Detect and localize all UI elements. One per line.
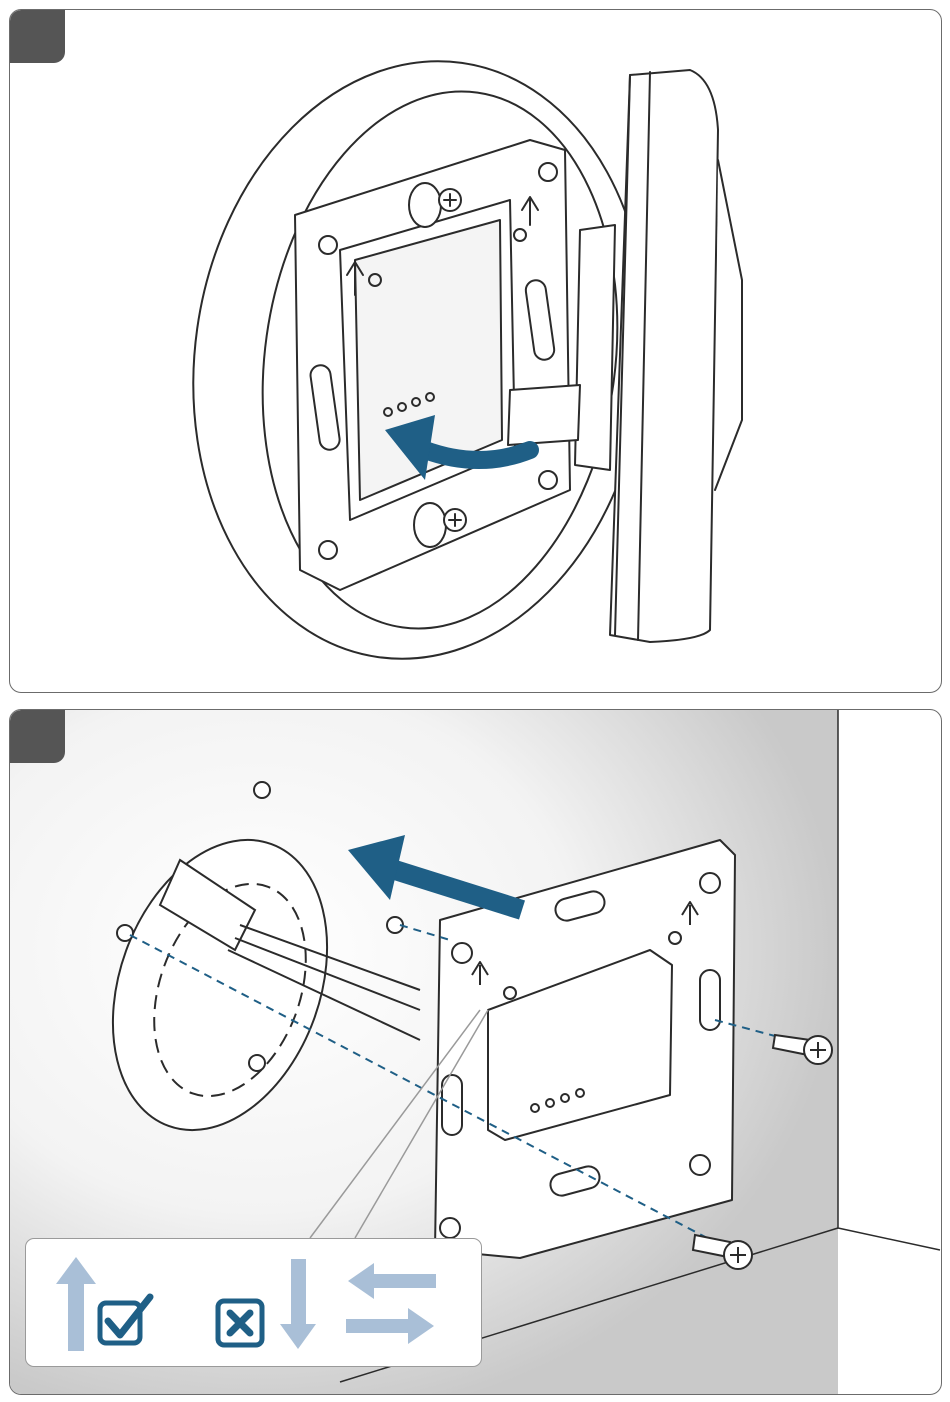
step-2-badge <box>10 710 65 763</box>
orientation-legend <box>26 1239 481 1366</box>
cross-icon <box>218 1301 262 1345</box>
horizontal-arrows-icon <box>346 1263 436 1344</box>
step-1-illustration <box>10 10 941 692</box>
step-1-badge <box>10 10 65 63</box>
step-2-panel <box>9 709 942 1395</box>
check-icon <box>100 1297 150 1343</box>
step-1-panel <box>9 9 942 693</box>
orientation-callout <box>25 1238 482 1367</box>
arrow-down-icon <box>280 1259 316 1349</box>
arrow-up-icon <box>56 1257 96 1351</box>
